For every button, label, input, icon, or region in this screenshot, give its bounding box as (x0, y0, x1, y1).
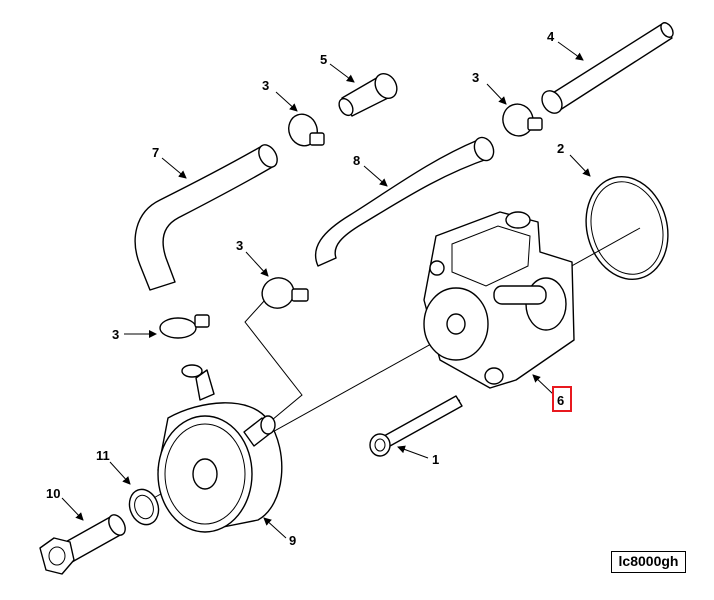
leader-3c (245, 251, 269, 277)
o-ring-part-2 (585, 176, 669, 280)
hose-clamp-part-3-left (159, 314, 210, 339)
bolt-part-1 (369, 395, 463, 457)
filter-part-9 (157, 364, 283, 533)
callout-3-top: 3 (262, 78, 269, 93)
callout-4: 4 (547, 29, 555, 44)
leader-8 (363, 165, 388, 187)
callout-6: 6 (557, 393, 564, 408)
leader-7 (161, 157, 187, 179)
hose-clamp-part-3-top (288, 113, 325, 147)
callout-3-right: 3 (472, 70, 479, 85)
housing-part-6 (423, 211, 575, 389)
leader-5 (329, 63, 355, 83)
leader-3b (486, 83, 507, 105)
callout-1: 1 (432, 452, 439, 467)
leader-2 (569, 154, 591, 177)
callout-8: 8 (353, 153, 360, 168)
center-line-hose (244, 299, 303, 421)
leader-11 (109, 461, 131, 485)
callout-7: 7 (152, 145, 159, 160)
hose-part-7 (134, 144, 278, 291)
leader-4 (557, 41, 584, 61)
tube-part-4 (541, 22, 674, 114)
hose-part-8 (314, 136, 495, 267)
fitting-part-5 (338, 72, 398, 117)
hose-clamp-part-3-right (502, 103, 543, 137)
leader-9 (263, 517, 287, 539)
callout-6-highlight-box (552, 386, 572, 412)
bolt-part-10 (39, 514, 126, 575)
washer-part-11 (128, 488, 160, 526)
callout-3-middle: 3 (236, 238, 243, 253)
leader-1 (397, 445, 429, 459)
leader-3a (275, 91, 298, 112)
callout-5: 5 (320, 52, 327, 67)
leader-10 (61, 497, 84, 521)
callout-2: 2 (557, 141, 564, 156)
leader-lines (61, 41, 591, 539)
reference-code-label: lc8000gh (611, 551, 686, 573)
callout-11: 11 (96, 448, 110, 463)
leader-6 (532, 374, 554, 395)
hose-clamp-part-3-middle (261, 277, 309, 309)
callout-10: 10 (46, 486, 60, 501)
callout-9: 9 (289, 533, 296, 548)
callout-3-left: 3 (112, 327, 119, 342)
